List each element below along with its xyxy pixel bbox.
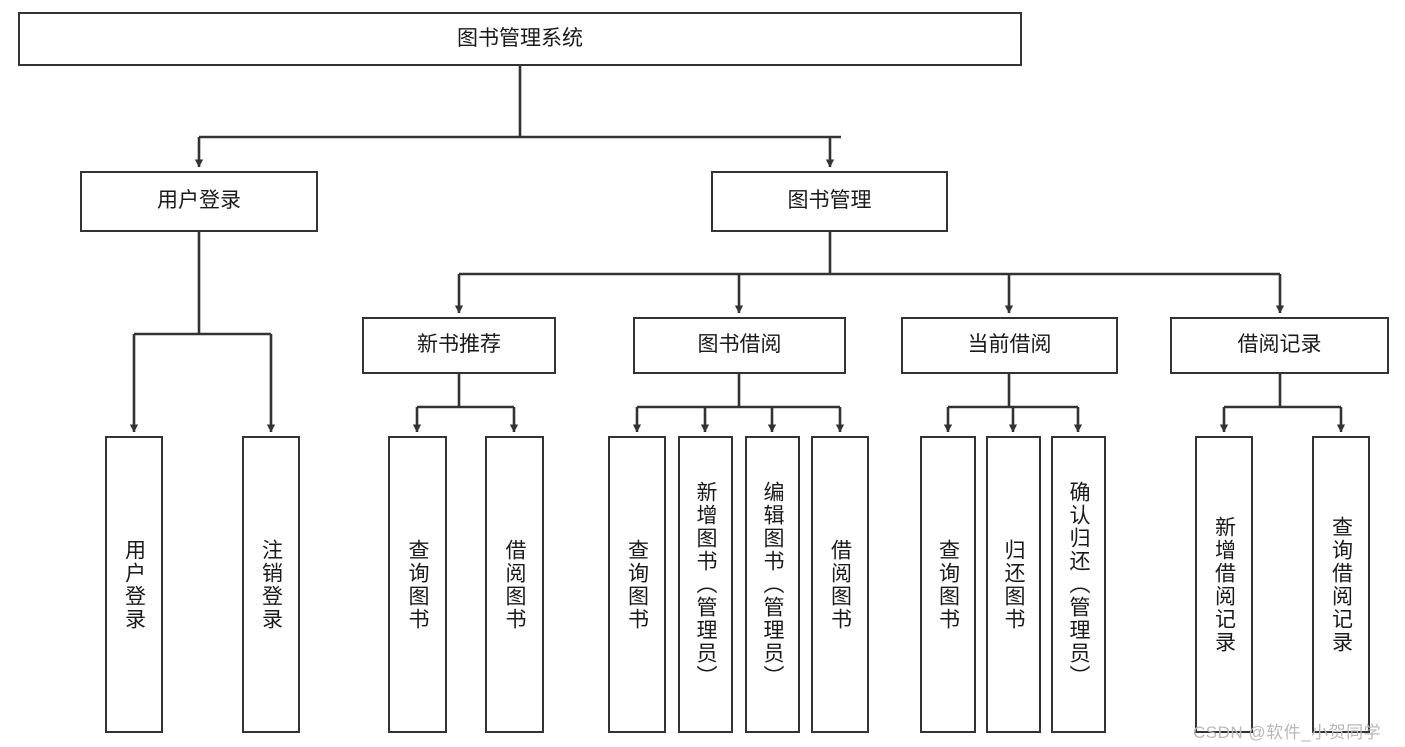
node-book-manage-label: 图书管理 (787, 189, 872, 213)
node-leaf-add-book[interactable]: 新增图书（管理员） (678, 436, 733, 733)
node-leaf-query-book-rec[interactable]: 查询图书 (388, 436, 447, 733)
node-leaf-query-book-c-label: 查询图书 (936, 538, 960, 631)
node-leaf-return-book-label: 归还图书 (1002, 538, 1025, 631)
node-new-book-rec[interactable]: 新书推荐 (362, 317, 556, 374)
node-leaf-user-logout-label: 注销登录 (259, 538, 283, 631)
node-leaf-user-login[interactable]: 用户登录 (105, 436, 163, 733)
node-leaf-query-book-b[interactable]: 查询图书 (608, 436, 666, 733)
node-root[interactable]: 图书管理系统 (18, 12, 1022, 66)
node-leaf-borrow-book-rec-label: 借阅图书 (503, 538, 526, 631)
node-leaf-borrow-book-rec[interactable]: 借阅图书 (485, 436, 544, 733)
node-borrow-record[interactable]: 借阅记录 (1170, 317, 1389, 374)
node-leaf-add-record[interactable]: 新增借阅记录 (1195, 436, 1253, 733)
node-leaf-user-login-label: 用户登录 (122, 538, 146, 631)
csdn-watermark: CSDN @软件_小贺同学 (1193, 723, 1382, 742)
node-leaf-return-book[interactable]: 归还图书 (986, 436, 1041, 733)
node-leaf-borrow-book-b-label: 借阅图书 (828, 538, 852, 631)
node-leaf-query-book-b-label: 查询图书 (625, 538, 649, 631)
node-root-label: 图书管理系统 (457, 26, 583, 50)
node-leaf-user-logout[interactable]: 注销登录 (242, 436, 300, 733)
node-book-manage[interactable]: 图书管理 (711, 171, 948, 232)
node-user-login[interactable]: 用户登录 (80, 171, 318, 232)
node-leaf-add-record-label: 新增借阅记录 (1212, 515, 1236, 654)
node-leaf-confirm-return-label: 确认归还（管理员） (1067, 481, 1090, 688)
node-current-borrow-label: 当前借阅 (967, 333, 1052, 357)
node-user-login-label: 用户登录 (157, 189, 241, 213)
node-current-borrow[interactable]: 当前借阅 (901, 317, 1118, 374)
node-leaf-confirm-return[interactable]: 确认归还（管理员） (1051, 436, 1106, 733)
node-new-book-rec-label: 新书推荐 (417, 333, 501, 357)
node-book-borrow-label: 图书借阅 (697, 333, 782, 357)
node-leaf-edit-book-label: 编辑图书（管理员） (761, 481, 784, 688)
node-leaf-add-book-label: 新增图书（管理员） (694, 481, 717, 688)
node-leaf-borrow-book-b[interactable]: 借阅图书 (811, 436, 869, 733)
node-leaf-query-record[interactable]: 查询借阅记录 (1312, 436, 1370, 733)
node-book-borrow[interactable]: 图书借阅 (633, 317, 846, 374)
node-leaf-query-book-c[interactable]: 查询图书 (920, 436, 976, 733)
node-leaf-edit-book[interactable]: 编辑图书（管理员） (745, 436, 800, 733)
node-leaf-query-book-rec-label: 查询图书 (406, 538, 429, 631)
node-leaf-query-record-label: 查询借阅记录 (1329, 515, 1353, 654)
node-borrow-record-label: 借阅记录 (1237, 333, 1322, 357)
